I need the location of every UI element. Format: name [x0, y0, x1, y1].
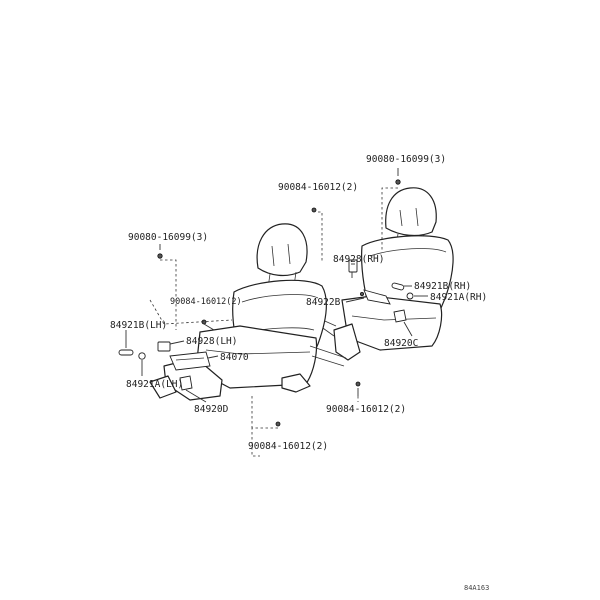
callout-labels: 90080-16099(3) 90084-16012(2) 90080-1609…	[110, 154, 489, 592]
label-cover-lh: 84928(LH)	[186, 336, 237, 347]
label-switch-lh: 84070	[220, 352, 249, 363]
label-knob-a-rh: 84921A(RH)	[430, 292, 487, 303]
label-screw-right-lower: 90084-16012(2)	[326, 404, 406, 415]
label-bolt-top-right: 90080-16099(3)	[366, 154, 446, 165]
label-screw-top-center: 90084-16012(2)	[278, 182, 358, 193]
left-seat-illustration	[149, 223, 347, 401]
right-seat-illustration	[317, 187, 454, 361]
label-knob-b-rh: 84921B(RH)	[414, 281, 471, 292]
label-bezel-lh: 84920D	[194, 404, 229, 415]
hardware-parts	[118, 168, 414, 427]
label-knob-b-lh: 84921B(LH)	[110, 320, 167, 331]
label-screw-left: 90084-16012(2)	[170, 297, 242, 307]
label-screw-bottom: 90084-16012(2)	[248, 441, 328, 452]
label-cover-rh: 84928(RH)	[333, 254, 384, 265]
label-switch-center: 84922B	[306, 297, 341, 308]
label-bezel-rh: 84920C	[384, 338, 418, 349]
figure-code: 84A163	[464, 584, 489, 592]
label-bolt-left: 90080-16099(3)	[128, 232, 208, 243]
label-knob-a-lh: 84921A(LH)	[126, 379, 183, 390]
leader-lines	[125, 187, 428, 457]
